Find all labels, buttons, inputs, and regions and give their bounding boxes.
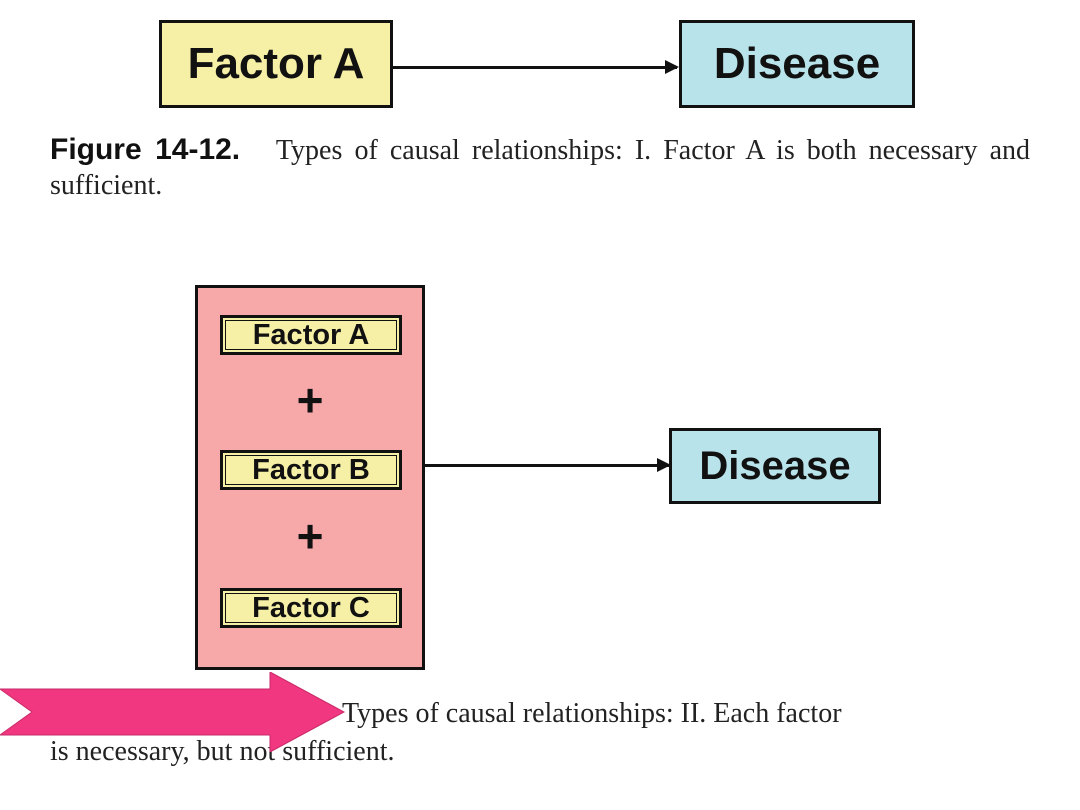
figure-1-caption-label: Figure 14-12. — [50, 133, 241, 166]
causal-arrow-2 — [425, 458, 671, 472]
disease-label-2: Disease — [699, 443, 851, 488]
factor-b-small-label: Factor B — [252, 453, 370, 486]
factor-a-box: Factor A — [159, 20, 393, 108]
disease-label-1: Disease — [713, 39, 881, 88]
plus-sign-2: + — [296, 510, 324, 562]
disease-box-2: Disease — [669, 428, 881, 504]
factor-c-small-box: Factor C — [220, 588, 402, 628]
figure-2-caption-line-2-text: is necessary, but not sufficient. — [50, 736, 395, 767]
causal-arrow-1 — [393, 60, 679, 74]
factor-group-box: Factor A + Factor B + Factor C — [195, 285, 425, 670]
factor-a-small-label: Factor A — [252, 318, 370, 351]
factor-c-small-label: Factor C — [252, 591, 370, 624]
figure-1-caption-text: Types of causal relationships: I. Factor… — [50, 135, 1030, 201]
figure-2-caption-line-2: is necessary, but not sufficient. — [50, 734, 950, 769]
plus-sign-1: + — [296, 374, 324, 426]
disease-box-1: Disease — [679, 20, 915, 108]
factor-a-label: Factor A — [187, 39, 365, 88]
figure-2-caption-line-1: Types of causal relationships: II. Each … — [342, 696, 1032, 731]
figure-2-caption-line-1-text: Types of causal relationships: II. Each … — [342, 698, 842, 729]
pink-pointer-arrow-icon — [0, 672, 346, 752]
figure-1-caption: Figure 14-12. Types of causal relationsh… — [50, 132, 1030, 203]
factor-b-small-box: Factor B — [220, 450, 402, 490]
factor-a-small-box: Factor A — [220, 315, 402, 355]
